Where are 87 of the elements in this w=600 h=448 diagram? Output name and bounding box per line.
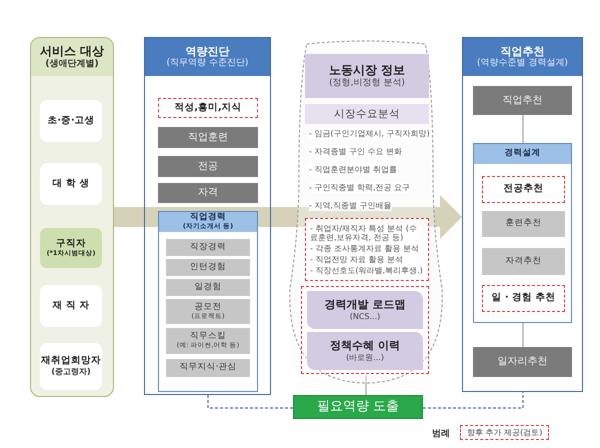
node-subtitle: (NCS...) [350,312,380,321]
info-box [305,54,429,98]
planned-group-box [301,286,429,374]
connector-line [522,114,524,144]
node-title: 직무스킬 [190,332,226,342]
node-title: 재취업희망자 [41,356,101,368]
item-box [158,98,258,118]
bullet-text: - 구인직종별 학력,전공 요구 [309,182,410,193]
item-box [473,347,572,377]
bullet-text: - 직장선호도(워라밸,복리후생.) [310,266,423,276]
planned-list-box [305,218,429,281]
connector-line [207,395,293,409]
target-box [40,343,102,390]
info-box [307,291,423,329]
node-subtitle: (직무역량 수준진단) [166,58,248,68]
target-box [40,228,102,268]
node-title: 훈련추천 [506,219,542,229]
info-box [307,332,423,370]
group-panel [158,211,258,392]
node-title: 대 학 생 [52,178,90,190]
node-title: 일자리추천 [498,356,548,368]
node-title: 직업경력 [190,213,226,223]
node-title: 일경험 [194,282,222,292]
node-subtitle: (역량수준별 경력설계) [477,58,568,68]
item-box [166,328,250,354]
bullet-text: - 직업훈련분야별 취업률 [309,164,397,175]
node-title: 서비스 대상 [40,44,104,59]
bullet-text: - 각종 조사통계자료 활용 분석 [310,244,420,254]
item-box [482,176,565,203]
item-box [166,239,250,256]
connector-line [423,392,524,409]
item-box [158,183,258,203]
node-title: 노동시장 정보 [328,64,406,78]
node-title: 정책수혜 이력 [330,340,400,353]
item-box [166,359,250,377]
bullet-text: - 지역,직종별 구인배율 [309,200,392,211]
node-title: 자격추천 [506,256,542,266]
node-subtitle: (바로원...) [346,352,384,362]
node-subtitle: (중고령자) [51,367,91,377]
bullet-text: - 임금(구인기업제시, 구직자희망) [309,128,430,139]
node-subtitle: (정형,비정형 분석) [329,78,405,88]
bullet-text: - 자격종별 구인 수요 변화 [309,146,402,157]
target-box [40,285,102,327]
node-title: 직무지식·관심 [180,363,236,373]
connector-line [522,322,524,348]
target-box [40,163,102,205]
node-title: 초·중·고생 [47,116,95,126]
target-box [40,100,102,142]
node-title: 일 · 경험 추천 [492,293,556,304]
item-box [166,279,250,296]
node-title: 구직자 [56,238,86,250]
node-title: 역량진단 [186,46,230,58]
item-box [482,211,565,237]
node-title: 필요역량 도출 [316,400,400,414]
section-panel [144,37,271,395]
item-box [158,127,258,148]
node-title: 경력개발 로드맵 [324,299,406,312]
node-subtitle: (생애단계별) [45,58,99,70]
node-title: 직업추천 [502,94,542,106]
bullet-text: - 취업자/재직자 특성 분석 (수료훈련,보유자격, 전공 등) [310,224,418,242]
item-box [158,156,258,177]
section-band [305,104,429,124]
bullet-text: - 직업전망 자료 활용 분석 [310,255,404,264]
item-box [166,259,250,276]
item-box [166,299,250,324]
node-title: 경력설계 [504,149,540,159]
item-box [482,248,565,275]
node-title: 전공추천 [504,184,544,195]
group-panel [473,143,572,323]
item-box [482,285,565,312]
node-title: 재 직 자 [52,300,90,312]
node-title: 공모전 [194,302,222,313]
legend-title: 범례 [432,427,450,440]
node-title: 직업훈련 [188,132,228,144]
node-title: 인턴경험 [190,262,226,272]
node-title: 자격 [198,187,218,199]
node-title: 적성,흥미,지식 [174,102,242,114]
result-box [293,395,423,419]
target-panel [30,37,114,397]
node-title: 시장수요분석 [334,108,400,120]
flow-arrow [114,195,462,239]
legend-item: 향후 추가 제공(검토) [460,425,550,440]
node-title: 직장경력 [190,242,226,252]
section-panel [462,37,583,392]
item-box [473,86,572,115]
node-title: 직업추천 [500,46,544,58]
node-title: 전공 [198,160,218,172]
